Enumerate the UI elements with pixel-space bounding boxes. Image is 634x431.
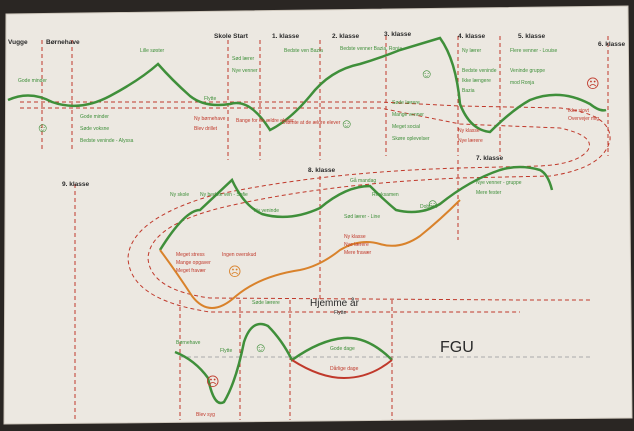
heading-klasse2: 2. klasse — [332, 33, 359, 40]
note-ny-klasse: Ny klasse — [458, 128, 480, 134]
heading-fgu: FGU — [440, 339, 474, 356]
note-mere-fest: Mere fester — [476, 190, 502, 196]
happy-face-icon: ☺ — [340, 116, 353, 131]
heading-klasse9: 9. klasse — [62, 181, 89, 188]
happy-face-icon: ☺ — [254, 340, 267, 355]
mood-faces: ☺ ☺ ☺ ☹ ☹ ☺ ☹ ☺ — [36, 66, 600, 389]
note-bedste-ven: Bedste ven Bazia — [284, 48, 323, 54]
note-bange-for: Bange for de ældre elever — [236, 118, 294, 124]
timeline-band-lower — [20, 107, 590, 313]
mood-curve-top — [7, 36, 607, 134]
note-gode-minder-2: Gode minder — [80, 114, 109, 120]
note-mod-ronja: mod Ronja — [510, 80, 534, 86]
note-flytte-2: Flytte — [334, 310, 346, 316]
happy-face-icon: ☺ — [36, 120, 49, 135]
note-nye-laerere: Nye lærere — [458, 138, 483, 144]
note-flytte-3: Flytte — [220, 348, 232, 354]
note-nye-venner-gruppe: Nye venner - gruppe — [476, 180, 522, 186]
heading-klasse8: 8. klasse — [308, 167, 335, 174]
heading-vuggestue: Vugge — [8, 39, 28, 46]
note-ny-bornehave: Ny børnehave — [194, 116, 226, 122]
paper-sheet — [3, 5, 633, 425]
note-nytskole: Ny skole — [170, 192, 189, 198]
mood-curve-middle-alt — [159, 199, 461, 309]
sad-face-icon: ☹ — [228, 264, 242, 279]
note-dobbelt: Dobbelt — [420, 204, 438, 210]
note-meget-social: Meget social — [392, 124, 420, 130]
happy-face-icon: ☺ — [426, 196, 439, 211]
note-ny-bedste-ven: Ny bedste ven - Sofie — [200, 192, 248, 198]
note-ny-laerer-4: Ny lærer — [462, 48, 482, 54]
note-ikke-laengere: Ikke længere — [462, 78, 491, 84]
note-reeksamen: Reeksamen — [372, 192, 399, 198]
note-mange-arbejde: Mange opgaver — [176, 260, 211, 266]
heading-klasse7: 7. klasse — [476, 155, 503, 162]
note-mange-venner: Mange venner — [392, 112, 424, 118]
note-bedste-veninde-4: Bedste veninde — [462, 68, 497, 74]
note-sod-laerer: Sød lærer — [232, 56, 255, 62]
note-sode-voksne: Søde voksne — [80, 126, 109, 132]
note-ikke-sjovt: Ikke sjovt — [568, 108, 589, 114]
note-mere-fravaer: Mere fravær — [344, 250, 372, 256]
note-sode-laerere: Søde lærere — [392, 100, 420, 106]
heading-bornehave: Børnehave — [46, 39, 80, 46]
mood-curve-bottom-bad — [291, 359, 393, 380]
headings: Vugge Børnehave Skole Start 1. klasse 2.… — [8, 31, 625, 356]
mood-curve-middle — [158, 165, 554, 251]
note-lille-soester: Lille søster — [140, 48, 165, 54]
note-flytte-1: Flytte — [204, 96, 216, 102]
note-blev-drillet: Blev drillet — [194, 126, 218, 132]
note-go-mandag: Gå mandag — [350, 177, 376, 184]
heading-klasse6: 6. klasse — [598, 41, 625, 48]
heading-klasse1: 1. klasse — [272, 33, 299, 40]
note-nye-laerere-8: Nye lærere — [344, 242, 369, 248]
note-sode-laerere-fgu: Søde lærere — [252, 300, 280, 306]
note-gode-minder-1: Gode minder — [18, 78, 47, 84]
note-ny-klasse-8: Ny klasse — [344, 234, 366, 240]
note-blev-syg: Blev syg — [196, 412, 215, 418]
note-skole-oplevelse: Skøre oplevelser — [392, 136, 430, 142]
note-bedste-venner: Bedste venner Bazia, Ronja — [340, 46, 402, 52]
annotations: Gode minder Lille søster Gode minder Sød… — [18, 46, 599, 418]
note-sod-laerer-8: Sød lærer - Line — [344, 214, 380, 220]
note-overveer: Overvejer mig — [568, 116, 599, 122]
heading-hjemme: Hjemme år — [310, 297, 360, 309]
mood-curve-bottom — [174, 322, 393, 405]
note-droner: Drømte at de ældre elever — [282, 120, 341, 126]
note-veninde-gruppe: Veninde gruppe — [510, 68, 545, 74]
sad-face-icon: ☹ — [206, 374, 220, 389]
note-gode-dage: Gode dage — [330, 346, 355, 352]
timeline-band-upper — [20, 101, 611, 301]
happy-face-icon: ☺ — [420, 66, 433, 81]
note-meget-fravaer: Meget fravær — [176, 268, 206, 274]
sad-face-icon: ☹ — [586, 76, 600, 91]
heading-klasse3: 3. klasse — [384, 31, 411, 38]
note-nye-venner: Nye venner — [232, 68, 258, 74]
heading-klasse4: 4. klasse — [458, 33, 485, 40]
heading-klasse5: 5. klasse — [518, 33, 545, 40]
note-bazia: Bazia — [462, 88, 475, 94]
note-daarlige-dage: Dårlige dage — [330, 365, 359, 372]
note-bedste-veninde: Bedste veninde - Alyssa — [80, 138, 134, 144]
note-meget-stress: Meget stress — [176, 252, 205, 258]
heading-skolestart: Skole Start — [214, 33, 249, 40]
note-ny-veninde: Ny veninde — [254, 208, 279, 214]
note-flere-venner: Flere venner - Louise — [510, 48, 557, 54]
note-ingen-overskud: Ingen overskud — [222, 252, 256, 258]
note-bornehave-tid: Børnehave — [176, 340, 201, 346]
